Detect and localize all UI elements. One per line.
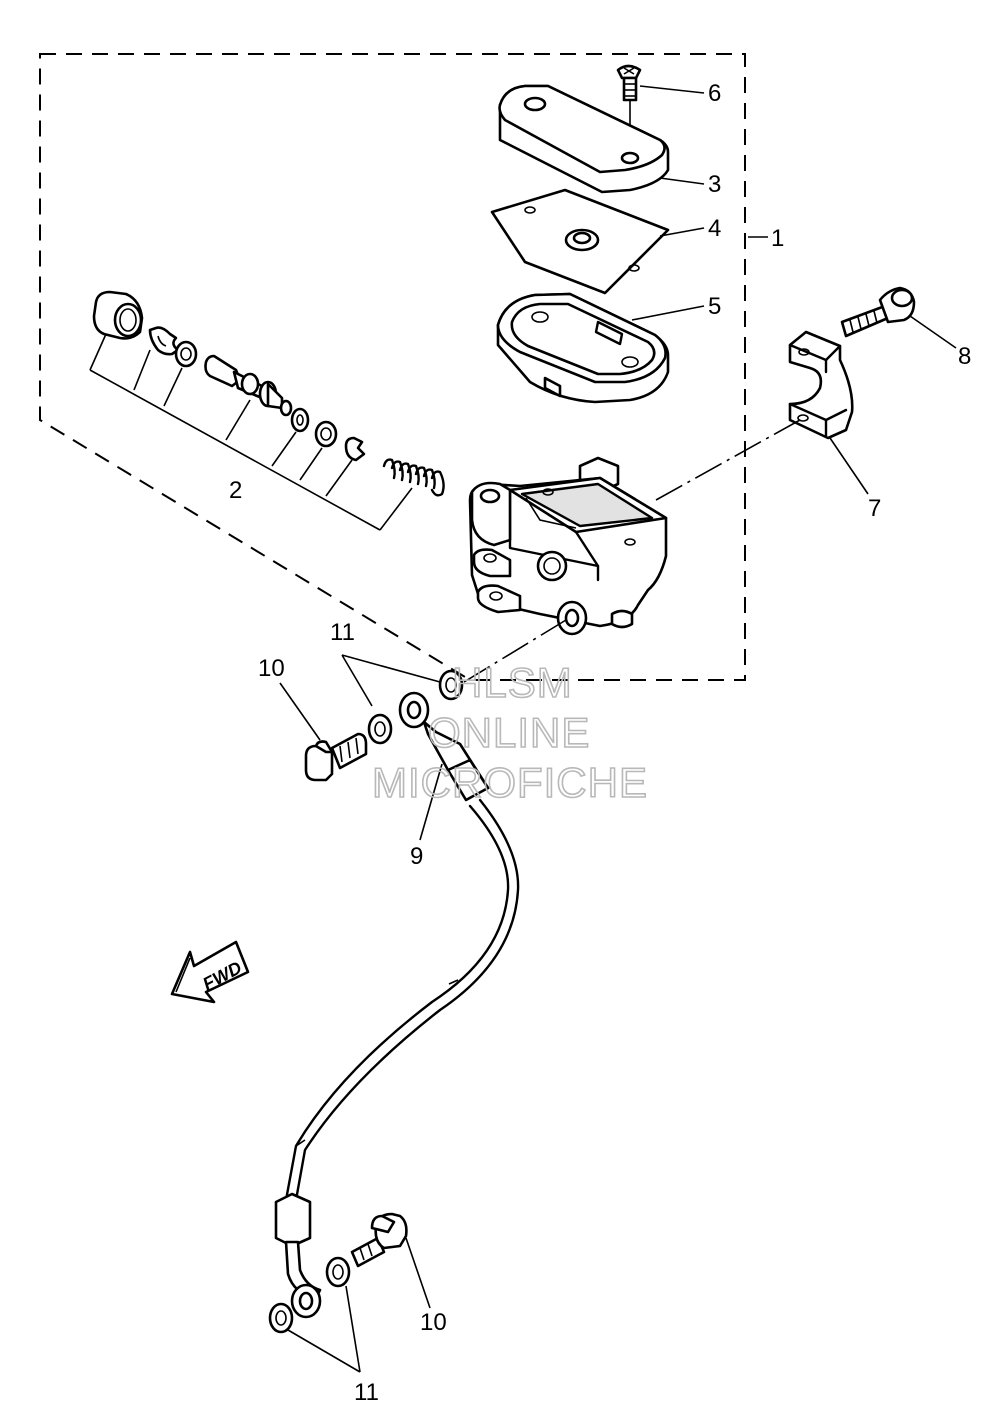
part-banjo-bolt-10-upper[interactable] [304,732,368,782]
part-piston-kit-2[interactable] [89,290,445,531]
assembly-axes [463,419,801,683]
part-washer-11-upper[interactable] [367,669,464,745]
part-banjo-bolt-10-lower[interactable] [350,1212,408,1268]
part-brake-hose-9[interactable] [274,691,520,1319]
watermark-line-2: ONLINE [428,709,590,756]
part-cap-3[interactable] [498,84,670,194]
callout-8: 8 [958,343,971,370]
callout-9: 9 [410,843,423,870]
callout-2: 2 [229,477,242,504]
callout-3: 3 [708,171,721,198]
callout-11-lower: 11 [354,1379,379,1406]
part-diaphragm-4[interactable] [490,188,670,295]
assembly-boundary [39,53,746,681]
master-cylinder-body[interactable] [468,456,668,636]
watermark-line-1: HLSM [452,659,573,706]
callout-11-upper: 11 [330,619,355,646]
watermark-line-3: MICROFICHE [372,759,648,806]
part-screw-6[interactable] [616,64,642,102]
callout-4: 4 [708,215,721,242]
part-bolt-8[interactable] [840,286,916,338]
part-washer-11-lower[interactable] [268,1256,351,1334]
callout-5: 5 [708,293,721,320]
leader-lines [279,85,957,1373]
forward-direction-arrow: FWD [170,940,250,1004]
callout-10-upper: 10 [258,655,285,682]
part-clamp-7[interactable] [788,330,854,440]
watermark: HLSM ONLINE MICROFICHE [371,658,648,807]
callout-1: 1 [771,225,784,252]
callout-10-lower: 10 [420,1309,447,1336]
callout-6: 6 [708,80,721,107]
part-plate-5[interactable] [496,292,670,404]
callout-7: 7 [868,495,881,522]
